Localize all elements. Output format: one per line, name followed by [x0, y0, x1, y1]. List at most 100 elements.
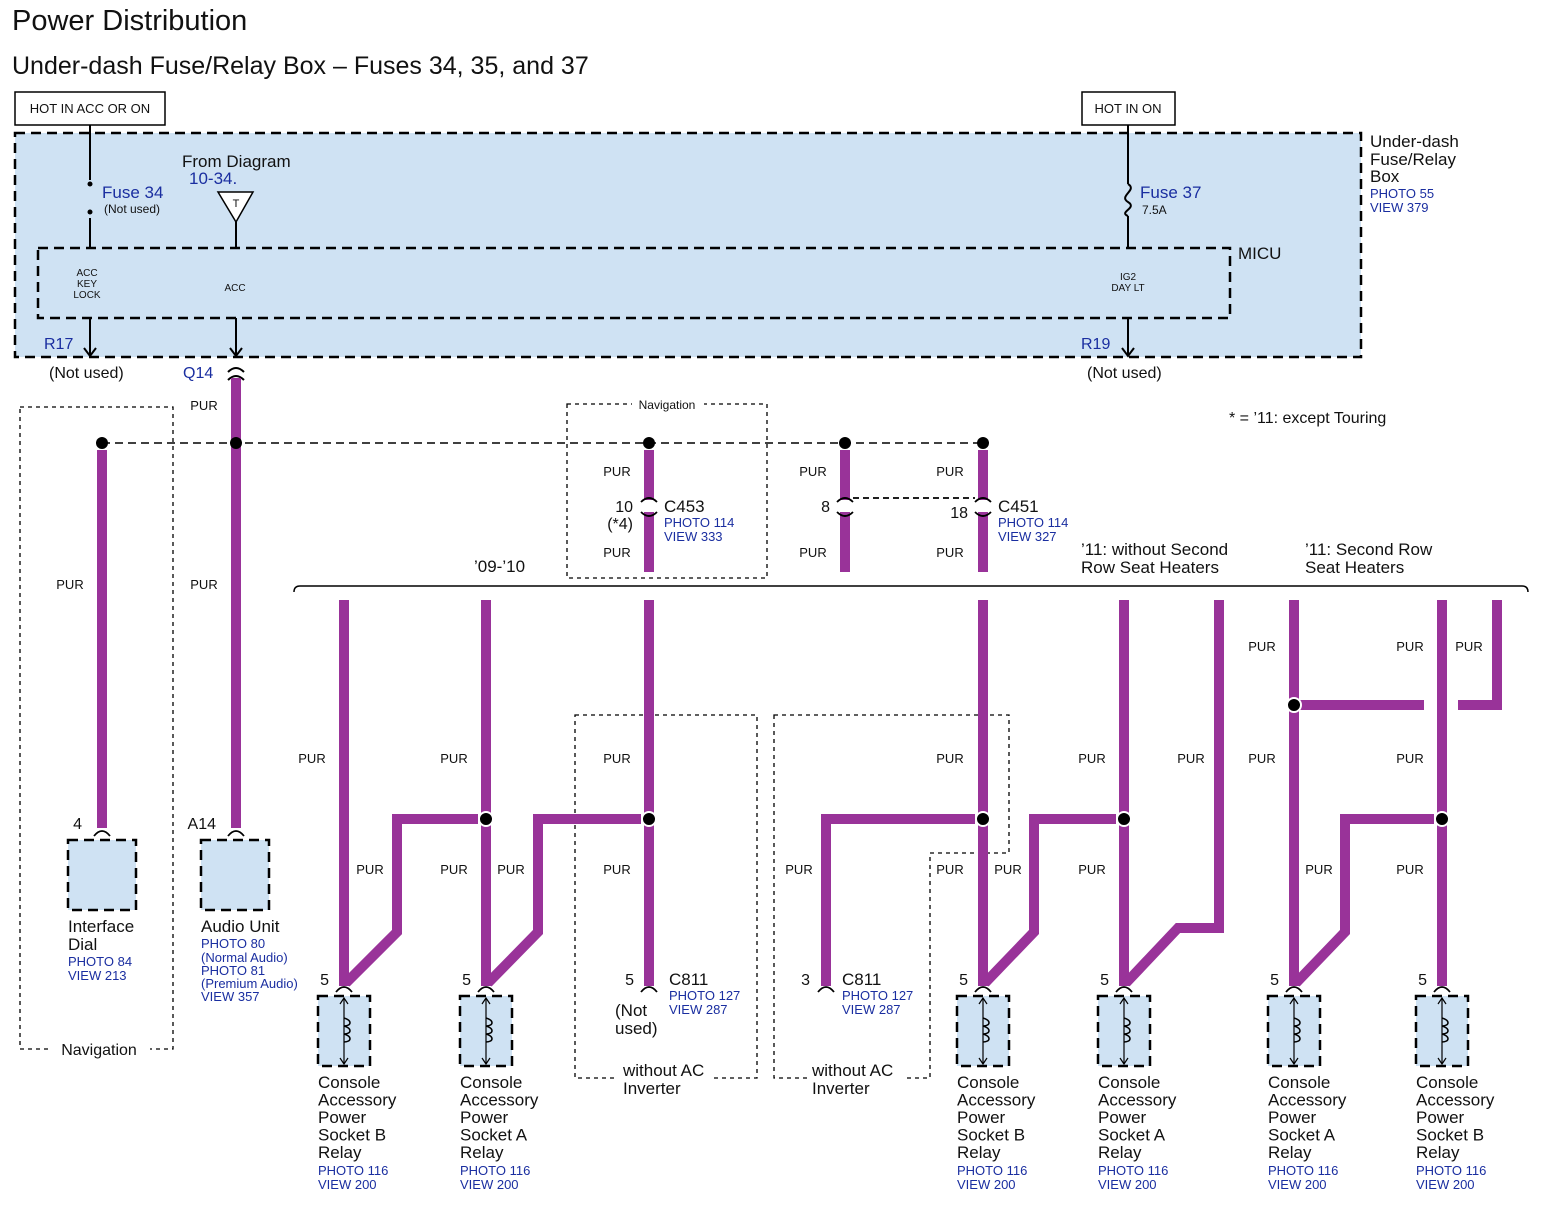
relay-name-line: Accessory	[318, 1091, 397, 1110]
relay-photo: PHOTO 116	[318, 1163, 388, 1178]
relay-name-line: Relay	[1416, 1143, 1460, 1162]
c811a-note-1: (Not	[615, 1001, 647, 1020]
relay-name-line: Power	[957, 1108, 1006, 1127]
pur-label: PUR	[936, 751, 963, 766]
navigation-group-top	[566, 403, 768, 579]
relay-name-line: Socket B	[318, 1126, 386, 1145]
wires	[97, 378, 1502, 987]
fuse-box-label-line1: Under-dash	[1370, 132, 1459, 151]
pur-label: PUR	[298, 751, 325, 766]
relay-pin: 5	[320, 972, 329, 989]
pur-label: PUR	[1078, 751, 1105, 766]
q14-connector	[227, 367, 245, 381]
relay-name-line: Console	[957, 1073, 1019, 1092]
wire-relay5-branch	[1292, 814, 1434, 987]
c811a-view: VIEW 287	[669, 1002, 728, 1017]
navigation-label-bg	[50, 1040, 150, 1060]
relay-name-line: Relay	[1268, 1143, 1312, 1162]
relay-name-line: Socket B	[1416, 1126, 1484, 1145]
page-title: Power Distribution	[12, 5, 247, 37]
relay-name-line: Socket B	[957, 1126, 1025, 1145]
relay-arrow-top	[339, 996, 349, 1005]
splice-col3	[641, 811, 657, 827]
splice-bus-audio	[230, 437, 242, 449]
c451-view: VIEW 327	[998, 529, 1057, 544]
no-ac-group-2	[773, 714, 1010, 1079]
interface-dial-line1: Interface	[68, 917, 134, 936]
c451-name: C451	[998, 497, 1039, 516]
relay-arrow-bottom	[481, 1057, 491, 1066]
group-no-heater-line1: ’11: without Second	[1081, 540, 1228, 559]
relay1-pin-mark	[335, 986, 353, 993]
pur-label: PUR	[603, 464, 630, 479]
pur-label: PUR	[1177, 751, 1204, 766]
fuse34-name: Fuse 34	[102, 183, 163, 202]
navigation-group-top-label: Navigation	[639, 398, 696, 412]
c811b-name: C811	[842, 970, 881, 989]
wire-c811-b	[821, 814, 975, 986]
relay-name-line: Relay	[957, 1143, 1001, 1162]
footnote: * = ’11: except Touring	[1229, 410, 1386, 427]
splice-col6	[1116, 811, 1132, 827]
c451-photo: PHOTO 114	[998, 515, 1068, 530]
splices	[96, 437, 1450, 827]
micu-acc-key-lock-2: KEY	[77, 279, 97, 290]
navigation-group-left-label: Navigation	[61, 1042, 137, 1059]
pur-label: PUR	[1396, 751, 1423, 766]
r19-note: (Not used)	[1087, 365, 1162, 382]
q14-arrow	[229, 347, 243, 358]
r17-note: (Not used)	[49, 365, 124, 382]
relay-pin: 5	[462, 972, 471, 989]
relay-coil-icon	[1123, 1017, 1131, 1043]
pur-label: PUR	[799, 545, 826, 560]
wire-relay4-branch	[1122, 600, 1224, 987]
audio-unit-photo2: PHOTO 81	[201, 963, 265, 978]
connector-marks	[93, 497, 1451, 993]
audio-pin-mark	[227, 830, 245, 837]
c811b-photo: PHOTO 127	[842, 988, 913, 1003]
relay-name-line: Power	[1098, 1108, 1147, 1127]
from-diagram-ref: 10-34.	[189, 169, 237, 188]
micu-ig2: IG2	[1120, 272, 1137, 283]
navigation-group-left	[19, 406, 174, 1050]
c451-pin8: 8	[821, 499, 830, 516]
pur-label: PUR	[440, 862, 467, 877]
micu-day-lt: DAY LT	[1111, 283, 1144, 294]
pur-label: PUR	[936, 545, 963, 560]
relay-arrow-top	[1289, 996, 1299, 1005]
relay-arrow-bottom	[339, 1057, 349, 1066]
splice-col9	[1434, 811, 1450, 827]
from-diagram-label: From Diagram	[182, 152, 291, 171]
c451-18-mark	[974, 497, 992, 517]
relay-pin: 5	[1100, 972, 1109, 989]
micu-acc: ACC	[224, 283, 245, 294]
pur-label: PUR	[190, 398, 217, 413]
relay-arrow-top	[481, 996, 491, 1005]
pur-label: PUR	[603, 545, 630, 560]
fuse-relay-box	[13, 131, 1363, 359]
from-diagram-triangle	[216, 191, 255, 224]
pur-label: PUR	[56, 577, 83, 592]
pur-label: PUR	[1305, 862, 1332, 877]
relay6-pin-mark	[1433, 986, 1451, 993]
pur-label: PUR	[190, 577, 217, 592]
group-no-heater-line2: Row Seat Heaters	[1081, 558, 1219, 577]
fuse34-contact-top	[87, 181, 93, 187]
pur-label: PUR	[1455, 639, 1482, 654]
pur-label: PUR	[1396, 639, 1423, 654]
pur-label: PUR	[994, 862, 1021, 877]
group-heater-line1: ’11: Second Row	[1305, 540, 1433, 559]
fuse-box-view: VIEW 379	[1370, 200, 1429, 215]
relay-photo: PHOTO 116	[957, 1163, 1027, 1178]
fuse37-name: Fuse 37	[1140, 183, 1201, 202]
r17-label: R17	[44, 336, 73, 353]
pur-label: PUR	[603, 862, 630, 877]
c453-mark	[640, 497, 658, 517]
relay-name-line: Console	[460, 1073, 522, 1092]
relay-photo: PHOTO 116	[1268, 1163, 1338, 1178]
